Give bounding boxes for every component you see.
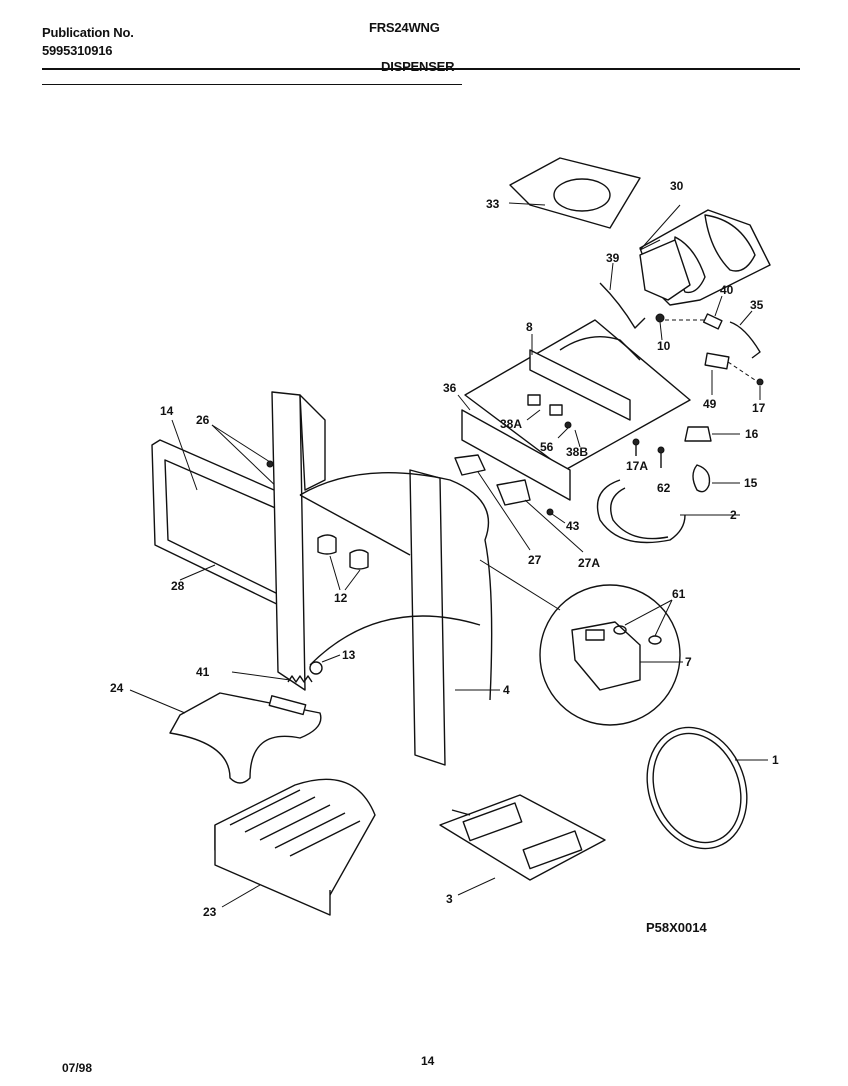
callout-26: 26 xyxy=(196,413,210,427)
part-39-wire xyxy=(599,262,665,341)
callout-39: 39 xyxy=(606,251,620,265)
part-8-housing xyxy=(464,319,691,471)
callout-38a: 38A xyxy=(500,417,522,431)
callout-16: 16 xyxy=(745,427,759,441)
part-33-cover-plate xyxy=(508,157,641,229)
callout-24: 24 xyxy=(110,681,124,695)
section-title: DISPENSER xyxy=(381,59,455,74)
callout-43: 43 xyxy=(566,519,580,533)
callout-27a: 27A xyxy=(578,556,600,570)
callout-40: 40 xyxy=(720,283,734,297)
callout-61: 61 xyxy=(672,587,686,601)
part-2-wire-harness xyxy=(596,479,740,544)
callout-23: 23 xyxy=(203,905,217,919)
part-17a-62-screws xyxy=(632,438,665,468)
callout-2: 2 xyxy=(730,508,737,522)
part-27-lever xyxy=(454,454,531,551)
part-43-screw xyxy=(546,508,566,524)
page-number: 14 xyxy=(421,1054,435,1068)
callout-1: 1 xyxy=(772,753,779,767)
callout-36: 36 xyxy=(443,381,457,395)
callout-38b: 38B xyxy=(566,445,588,459)
part-24-actuator xyxy=(129,689,322,784)
callout-13: 13 xyxy=(342,648,356,662)
callout-3: 3 xyxy=(446,892,453,906)
callout-12: 12 xyxy=(334,591,348,605)
callout-35: 35 xyxy=(750,298,764,312)
drawing-code: P58X0014 xyxy=(646,920,707,935)
callout-49: 49 xyxy=(703,397,717,411)
part-40-35-solenoid xyxy=(665,295,761,359)
callout-41: 41 xyxy=(196,665,210,679)
part-49-switch xyxy=(704,352,764,400)
callout-17: 17 xyxy=(752,401,766,415)
callout-33: 33 xyxy=(486,197,500,211)
part-41-spring xyxy=(231,671,313,683)
callout-8: 8 xyxy=(526,320,533,334)
part-3-heater-plate xyxy=(439,794,606,896)
part-15-bulb xyxy=(692,464,740,493)
footer-date: 07/98 xyxy=(62,1061,93,1075)
part-1-gasket xyxy=(646,726,768,850)
callout-28: 28 xyxy=(171,579,185,593)
header-rule-secondary xyxy=(42,84,462,85)
callout-15: 15 xyxy=(744,476,758,490)
callout-56: 56 xyxy=(540,440,554,454)
part-12-brackets xyxy=(317,534,369,591)
part-30-chute-door xyxy=(639,204,771,306)
part-4-cabinet xyxy=(271,391,561,766)
callout-30: 30 xyxy=(670,179,684,193)
callout-27: 27 xyxy=(528,553,542,567)
part-13-washer xyxy=(309,654,341,675)
callout-17a: 17A xyxy=(626,459,648,473)
callout-62: 62 xyxy=(657,481,671,495)
publication-label: Publication No. xyxy=(42,25,134,40)
callout-10: 10 xyxy=(657,339,671,353)
callout-14: 14 xyxy=(160,404,174,418)
publication-number: 5995310916 xyxy=(42,43,113,58)
part-36-front-plate xyxy=(457,394,571,501)
callout-4: 4 xyxy=(503,683,510,697)
part-7-switch-detail xyxy=(539,584,683,726)
part-38-brackets xyxy=(526,394,581,448)
model-number: FRS24WNG xyxy=(369,20,440,35)
part-16-lamp-socket xyxy=(684,426,740,442)
header-rule xyxy=(42,68,800,70)
part-23-drip-tray xyxy=(214,778,376,916)
part-27a-lever xyxy=(496,479,584,553)
callout-7: 7 xyxy=(685,655,692,669)
